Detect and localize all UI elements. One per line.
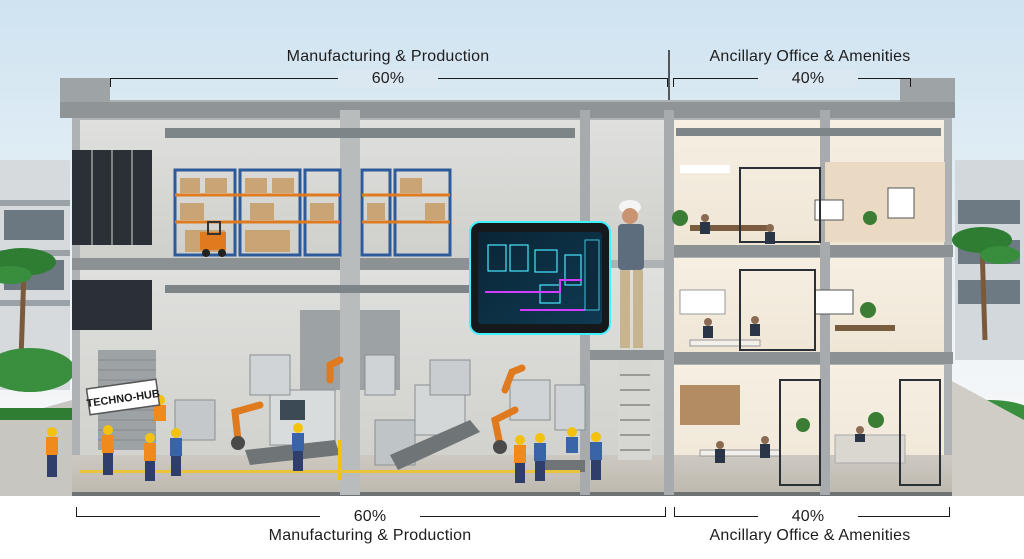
- bottom-label-office-share: 40%: [758, 508, 858, 526]
- warehouse-racks: [173, 168, 452, 257]
- workers: [46, 395, 602, 483]
- office-floors: [672, 162, 945, 486]
- bottom-label-office-title: Ancillary Office & Amenities: [709, 527, 911, 544]
- top-label-manufacturing-title: Manufacturing & Production: [286, 48, 490, 65]
- bottom-annotation-band: [0, 496, 1024, 559]
- techno-hub-sign: [85, 378, 161, 416]
- staircase: [618, 360, 652, 460]
- forklift: [200, 221, 226, 257]
- bottom-label-manufacturing-share: 60%: [320, 508, 420, 526]
- factory-machines: [80, 354, 586, 480]
- top-label-manufacturing-share: 60%: [338, 70, 438, 88]
- bottom-label-manufacturing-title: Manufacturing & Production: [268, 527, 472, 544]
- holographic-tablet: [469, 221, 611, 335]
- top-label-office-title: Ancillary Office & Amenities: [709, 48, 911, 65]
- robot-arms: [231, 356, 526, 454]
- top-label-office-share: 40%: [758, 70, 858, 88]
